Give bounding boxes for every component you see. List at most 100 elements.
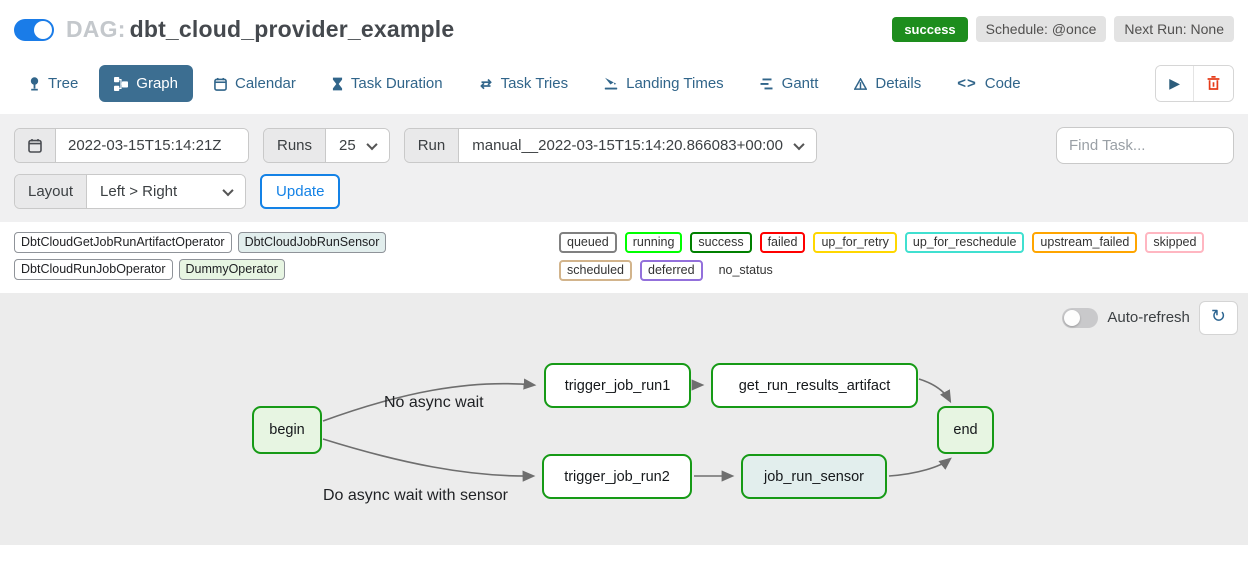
find-task-input[interactable]	[1056, 127, 1234, 164]
graph-icon	[114, 76, 129, 91]
tab-label: Details	[875, 75, 922, 92]
auto-refresh-toggle[interactable]	[1062, 307, 1099, 328]
tab-calendar[interactable]: Calendar	[199, 65, 311, 102]
status-legend-no_status: no_status	[718, 263, 773, 277]
tab-task-duration[interactable]: Task Duration	[317, 65, 458, 102]
toggle-knob	[34, 20, 52, 39]
dag-actions-group: ▶	[1155, 65, 1234, 102]
status-legend-queued: queued	[559, 232, 617, 253]
edge-begin-trigger_job_run1	[322, 378, 537, 422]
tab-label: Gantt	[781, 75, 819, 92]
status-legend-running: running	[624, 232, 683, 253]
run-select[interactable]: manual__2022-03-15T15:14:20.866083+00:00	[459, 129, 816, 162]
runs-label: Runs	[264, 129, 327, 162]
graph-edges	[322, 378, 952, 482]
runs-select[interactable]: 25	[326, 129, 389, 162]
tab-graph[interactable]: Graph	[99, 65, 193, 102]
delete-dag-button[interactable]	[1193, 66, 1233, 101]
filter-panel: Runs 25 Run manual__2022-03-15T15:14:20.…	[0, 114, 1248, 222]
graph-node-job_run_sensor[interactable]: job_run_sensor	[741, 454, 887, 499]
tab-tree[interactable]: Tree	[14, 65, 93, 102]
auto-refresh-label: Auto-refresh	[1107, 309, 1190, 327]
edge-label-no-async-wait: No async wait	[384, 394, 484, 411]
chevron-down-icon	[793, 138, 805, 150]
operator-legend-dbtcloudrunjoboperator: DbtCloudRunJobOperator	[14, 259, 173, 280]
edge-begin-trigger_job_run2	[322, 438, 536, 482]
runs-group: Runs 25	[263, 128, 390, 163]
calendar-icon	[28, 139, 42, 153]
retry-arrows-icon	[479, 78, 493, 90]
page-title: DAG:dbt_cloud_provider_example	[66, 16, 454, 43]
tab-label: Task Tries	[500, 75, 569, 92]
tab-label: Landing Times	[626, 75, 724, 92]
graph-node-end[interactable]: end	[937, 406, 994, 454]
run-label: Run	[404, 129, 460, 162]
status-legend-scheduled: scheduled	[559, 260, 632, 281]
tab-label: Calendar	[235, 75, 296, 92]
base-date-group	[14, 128, 249, 163]
calendar-icon	[214, 77, 227, 91]
tab-label: Code	[984, 75, 1021, 92]
calendar-addon-icon	[15, 129, 56, 162]
layout-select[interactable]: Left > Right	[87, 175, 246, 208]
edge-get_run_results_artifact-end	[918, 378, 952, 404]
status-badge[interactable]: success	[892, 16, 968, 42]
tab-code[interactable]: <>Code	[957, 74, 1021, 92]
status-legend-deferred: deferred	[640, 260, 703, 281]
chevron-down-icon	[366, 138, 378, 150]
edge-job_run_sensor-end	[888, 457, 952, 477]
tree-icon	[29, 76, 40, 91]
run-group: Run manual__2022-03-15T15:14:20.866083+0…	[403, 128, 817, 163]
next-run-badge: Next Run: None	[1114, 16, 1234, 42]
schedule-badge: Schedule: @once	[975, 16, 1107, 42]
edge-label-do-async-wait: Do async wait with sensor	[323, 487, 508, 504]
graph-node-trigger_job_run2[interactable]: trigger_job_run2	[542, 454, 692, 499]
status-legend: queued running success failed up_for_retry up…	[559, 232, 1234, 281]
hourglass-icon	[332, 77, 343, 91]
status-legend-failed: failed	[759, 232, 806, 253]
gantt-bars-icon	[760, 78, 774, 90]
dag-name: dbt_cloud_provider_example	[129, 16, 455, 42]
tab-details[interactable]: Details	[839, 65, 936, 102]
status-legend-success: success	[690, 232, 752, 253]
plane-landing-icon	[604, 77, 618, 90]
dag-header: DAG:dbt_cloud_provider_example success S…	[0, 0, 1248, 43]
status-legend-up_for_reschedule: up_for_reschedule	[904, 232, 1025, 253]
layout-value: Left > Right	[100, 183, 178, 200]
tab-task-tries[interactable]: Task Tries	[464, 65, 584, 102]
view-tabs: Tree Graph Calendar Task Duration Task Tries…	[0, 65, 1248, 102]
graph-panel: Auto-refresh ↻ begin trigger_job_run1 get_…	[0, 293, 1248, 545]
graph-node-get_run_results_artifact[interactable]: get_run_results_artifact	[711, 363, 918, 408]
layout-group: Layout Left > Right	[14, 174, 247, 209]
tab-landing-times[interactable]: Landing Times	[589, 65, 739, 102]
graph-node-trigger_job_run1[interactable]: trigger_job_run1	[544, 363, 691, 408]
graph-node-begin[interactable]: begin	[252, 406, 322, 454]
trash-icon	[1207, 76, 1220, 91]
operator-legend-dbtcloudjobrunsensor: DbtCloudJobRunSensor	[237, 232, 387, 253]
tab-label: Task Duration	[350, 75, 443, 92]
details-triangle-icon	[854, 77, 868, 90]
status-legend-up_for_retry: up_for_retry	[813, 232, 897, 253]
run-value: manual__2022-03-15T15:14:20.866083+00:00	[472, 137, 783, 154]
refresh-icon: ↻	[1210, 306, 1226, 326]
operator-legend-dummyoperator: DummyOperator	[178, 259, 285, 280]
tab-label: Graph	[136, 75, 178, 92]
trigger-dag-button[interactable]: ▶	[1156, 66, 1193, 101]
layout-label: Layout	[15, 175, 88, 208]
tab-label: Tree	[48, 75, 79, 92]
status-legend-skipped: skipped	[1145, 232, 1205, 253]
base-date-input[interactable]	[56, 129, 248, 162]
refresh-button[interactable]: ↻	[1198, 301, 1238, 335]
dag-prefix: DAG:	[66, 16, 126, 42]
runs-value: 25	[339, 137, 356, 154]
tab-gantt[interactable]: Gantt	[745, 65, 834, 102]
graph-toolbar: Auto-refresh ↻	[1062, 301, 1238, 335]
dag-pause-toggle[interactable]	[14, 18, 54, 41]
play-icon: ▶	[1169, 75, 1180, 91]
header-badges: success Schedule: @once Next Run: None	[892, 16, 1234, 42]
update-button[interactable]: Update	[260, 174, 341, 209]
toggle-knob	[1064, 309, 1081, 326]
chevron-down-icon	[222, 184, 234, 196]
